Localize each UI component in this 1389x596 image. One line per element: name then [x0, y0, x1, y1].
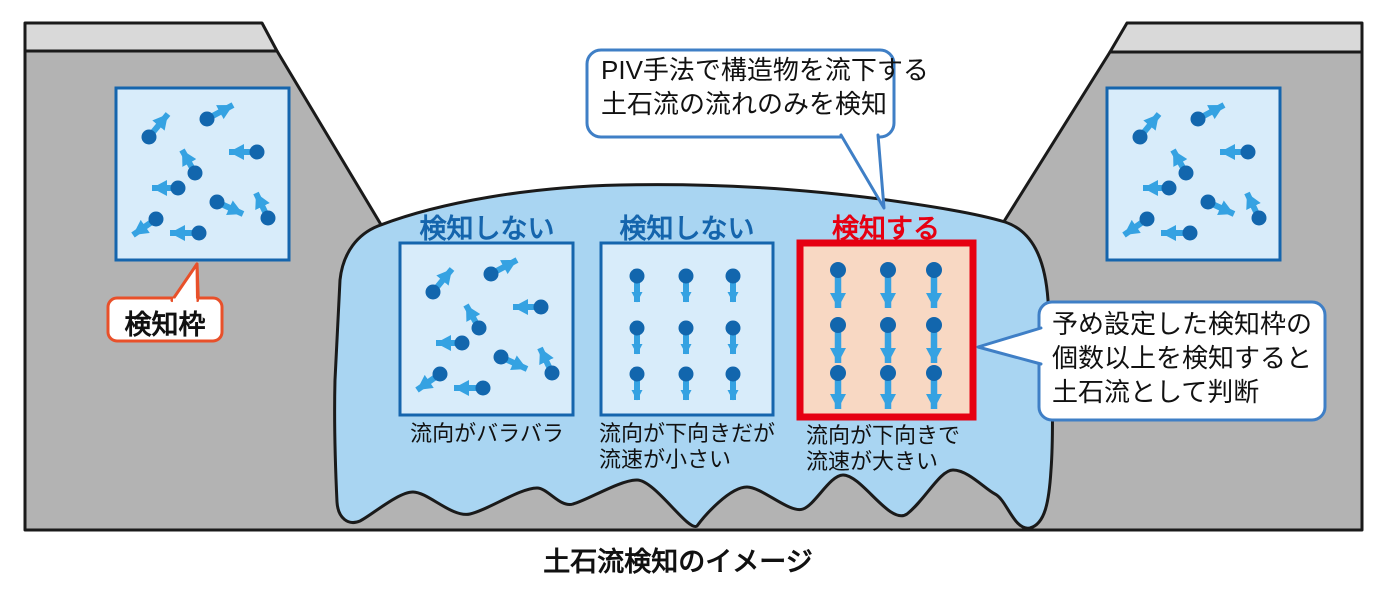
panel-verdict-random: 検知しない — [419, 214, 555, 244]
panel-verdict-detect: 検知する — [832, 214, 940, 244]
threshold-callout-line2: 個数以上を検知すると — [1052, 343, 1313, 373]
diagram-title: 土石流検知のイメージ — [543, 547, 813, 577]
terrain-crest-right — [1108, 21, 1364, 54]
panel-caption-detect-line1: 流向が下向きで — [806, 423, 961, 448]
panel-caption-random: 流向がバラバラ — [410, 421, 564, 446]
piv-callout-line1: PIV手法で構造物を流下する — [601, 55, 929, 85]
piv-callout-tail — [839, 133, 886, 210]
panel-verdict-slow: 検知しない — [619, 214, 755, 244]
piv-callout-bubble — [585, 48, 896, 139]
threshold-callout-line1: 予め設定した検知枠の — [1052, 309, 1313, 339]
piv-callout-line2: 土石流の流れのみを検知 — [601, 89, 888, 119]
panel-caption-slow: 流向が下向きだが 流速が小さい — [599, 421, 775, 473]
vector-pattern-slow-down — [629, 268, 741, 401]
threshold-callout-text: 予め設定した検知枠の 個数以上を検知すると 土石流として判断 — [1052, 307, 1312, 409]
frame-label-text: 検知枠 — [124, 310, 206, 340]
frame-label-tail-fill — [170, 262, 199, 302]
frame-label-bubble — [106, 296, 224, 343]
threshold-callout-line3: 土石流として判断 — [1052, 377, 1260, 407]
vector-pattern-fast-down — [830, 262, 942, 409]
threshold-callout-tail — [976, 326, 1043, 366]
piv-callout-text: PIV手法で構造物を流下する 土石流の流れのみを検知 — [601, 53, 929, 121]
panel-caption-slow-line1: 流向が下向きだが — [599, 421, 776, 446]
terrain-crest-left — [23, 21, 279, 53]
panel-caption-detect: 流向が下向きで 流速が大きい — [806, 423, 960, 475]
panel-caption-detect-line2: 流速が大きい — [806, 449, 939, 474]
panel-caption-slow-line2: 流速が小さい — [599, 447, 732, 472]
